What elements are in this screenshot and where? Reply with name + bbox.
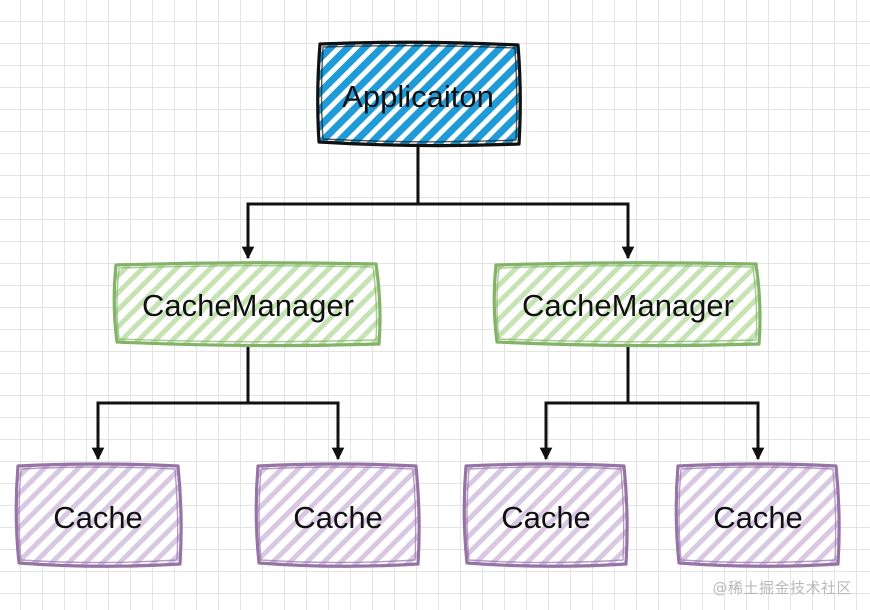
edge-manager-2-to-cache-4 <box>628 401 765 461</box>
node-cache-3-label: Cache <box>501 500 591 535</box>
node-cache-manager-2-label: CacheManager <box>522 288 734 323</box>
node-cache-manager-1-label: CacheManager <box>142 288 354 323</box>
node-cache-4[interactable]: Cache <box>674 462 841 568</box>
edge-root-to-manager-2 <box>418 202 635 260</box>
edge-manager-1-to-cache-1 <box>91 344 250 461</box>
edges-manager-2 <box>539 344 765 461</box>
edges-manager-1 <box>91 344 345 461</box>
node-cache-1-label: Cache <box>53 500 143 535</box>
node-cache-1[interactable]: Cache <box>14 462 183 568</box>
edge-manager-1-to-cache-2 <box>248 401 345 461</box>
node-cache-manager-2[interactable]: CacheManager <box>492 261 762 348</box>
node-cache-2-label: Cache <box>293 500 383 535</box>
edge-root-to-manager-1 <box>241 145 420 260</box>
edges-root <box>241 145 635 260</box>
node-cache-3[interactable]: Cache <box>462 462 629 568</box>
node-cache-2[interactable]: Cache <box>254 462 421 568</box>
edge-manager-2-to-cache-3 <box>539 344 630 461</box>
watermark: @稀土掘金技术社区 <box>712 579 852 597</box>
node-cache-4-label: Cache <box>713 500 803 535</box>
node-application[interactable]: Applicaiton <box>316 40 522 148</box>
node-cache-manager-1[interactable]: CacheManager <box>112 261 382 348</box>
node-application-label: Applicaiton <box>342 79 494 114</box>
